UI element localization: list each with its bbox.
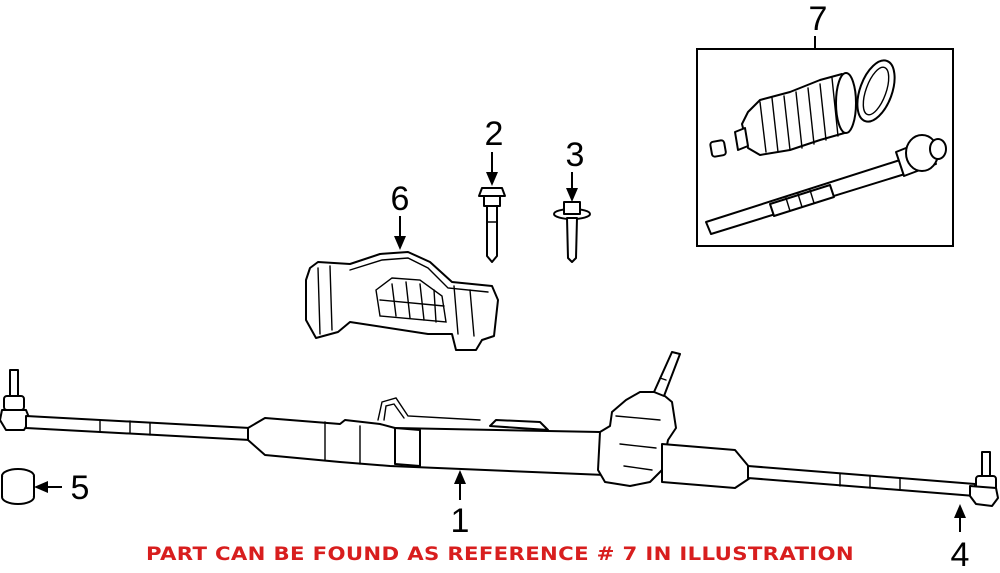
part-7-inset[interactable] bbox=[696, 48, 954, 247]
leader-lines bbox=[34, 36, 966, 532]
callout-7: 7 bbox=[809, 0, 828, 38]
bellows-boot bbox=[709, 72, 857, 158]
part-5-bushing[interactable] bbox=[1, 468, 35, 505]
callout-5: 5 bbox=[71, 469, 90, 507]
callout-3: 3 bbox=[566, 136, 585, 174]
part-6-heat-shield[interactable] bbox=[305, 251, 499, 351]
callout-4: 4 bbox=[951, 536, 970, 573]
part-1-steering-gear[interactable] bbox=[0, 351, 999, 507]
inner-tie-rod bbox=[705, 134, 947, 235]
callout-6: 6 bbox=[391, 180, 410, 218]
part-3-rivet[interactable] bbox=[553, 201, 591, 263]
callout-2: 2 bbox=[485, 115, 504, 153]
reference-note: PART CAN BE FOUND AS REFERENCE # 7 IN IL… bbox=[146, 543, 854, 565]
callout-1: 1 bbox=[451, 502, 470, 540]
clamp-ring bbox=[856, 59, 896, 123]
part-2-bolt[interactable] bbox=[478, 187, 506, 263]
